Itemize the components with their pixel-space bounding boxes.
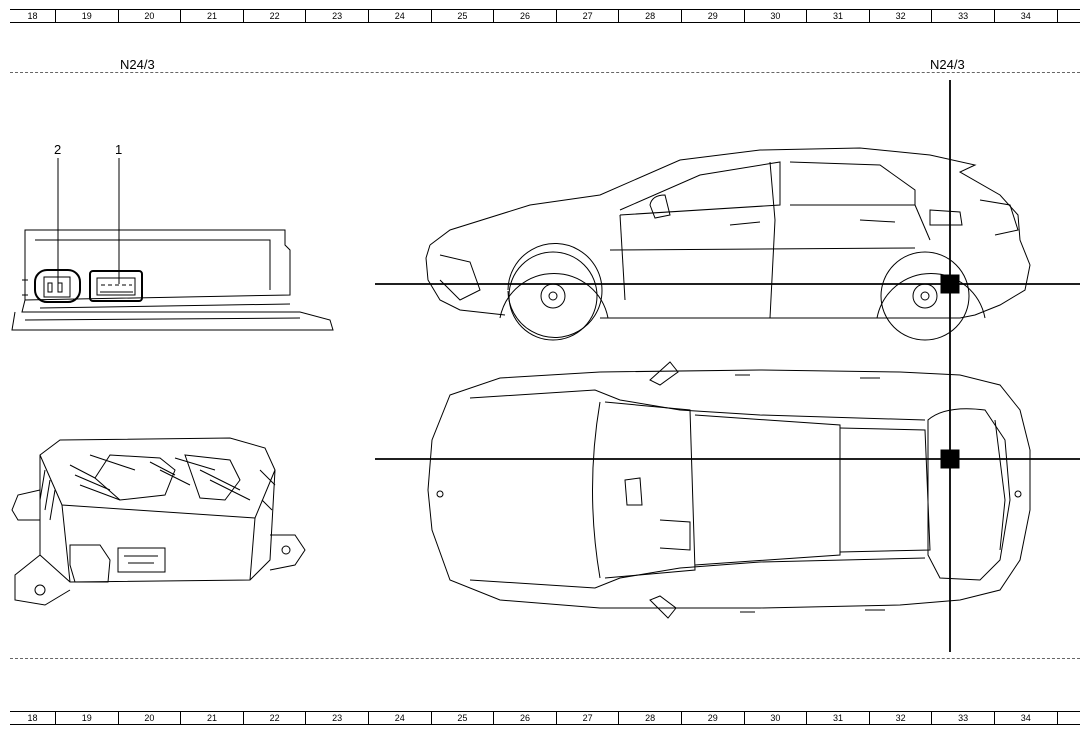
dashed-divider-top: [10, 72, 1080, 73]
location-marker-top: [940, 449, 960, 469]
grid-cell: 31: [806, 712, 869, 724]
grid-cell: 28: [618, 712, 681, 724]
control-unit-side-view: [11, 158, 334, 331]
grid-cell: 33: [931, 712, 994, 724]
grid-cell: 27: [555, 10, 619, 22]
grid-cell: 29: [681, 712, 744, 724]
grid-cell: 26: [493, 10, 556, 22]
callout-number-2: 2: [54, 142, 62, 157]
location-marker-side: [940, 274, 960, 294]
grid-cell: 27: [555, 712, 619, 724]
grid-cell-end: [1056, 712, 1077, 724]
control-unit-isometric-view: [11, 437, 306, 606]
dashed-divider-bottom: [10, 658, 1080, 659]
grid-cell: 22: [242, 10, 306, 22]
vehicle-top-view: [427, 361, 1031, 619]
grid-cell: 32: [868, 712, 932, 724]
callout-number-1: 1: [115, 142, 123, 157]
grid-cell: 29: [681, 10, 744, 22]
location-crosshair: [375, 80, 1080, 652]
component-label-left: N24/3: [120, 57, 155, 72]
grid-cell: 30: [743, 712, 807, 724]
grid-cell-end: [1056, 10, 1077, 22]
vehicle-side-view: [425, 147, 1031, 341]
grid-cell: 20: [117, 10, 181, 22]
grid-cell: 24: [368, 10, 431, 22]
grid-cell: 21: [180, 712, 243, 724]
grid-cell: 21: [180, 10, 243, 22]
grid-cell: 20: [117, 712, 181, 724]
grid-cell: 25: [430, 712, 494, 724]
grid-cell: 19: [55, 10, 118, 22]
grid-cell: 18: [27, 11, 38, 21]
grid-cell: 25: [430, 10, 494, 22]
grid-cell: 22: [242, 712, 306, 724]
grid-cell: 23: [305, 10, 368, 22]
grid-cell: 34: [994, 712, 1057, 724]
component-label-right: N24/3: [930, 57, 965, 72]
connector-1-icon: [89, 270, 143, 302]
grid-cell: 26: [493, 712, 556, 724]
grid-cell: 19: [55, 712, 118, 724]
grid-cell: 34: [994, 10, 1057, 22]
grid-cell: 30: [743, 10, 807, 22]
grid-cell: 33: [931, 10, 994, 22]
grid-cell: 23: [305, 712, 368, 724]
grid-cell: 18: [27, 713, 38, 723]
grid-cell: 24: [368, 712, 431, 724]
grid-cell: 32: [868, 10, 932, 22]
grid-cell: 28: [618, 10, 681, 22]
grid-cell: 31: [806, 10, 869, 22]
